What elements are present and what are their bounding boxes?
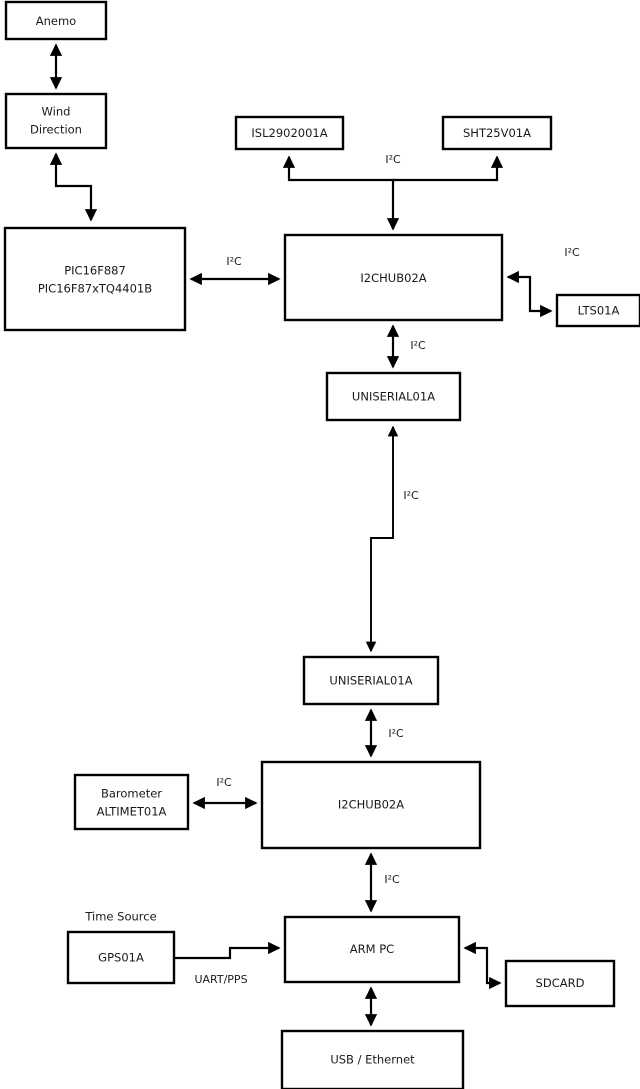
edge-label-hub-lts: I²C xyxy=(564,246,580,259)
node-label-sht25v01a: SHT25V01A xyxy=(463,126,531,140)
node-box[interactable] xyxy=(234,115,345,151)
edge-uniserial-top-uniserial-bottom: I²C xyxy=(365,425,419,653)
node-box[interactable] xyxy=(3,226,187,332)
node-box[interactable] xyxy=(4,0,108,41)
node-box[interactable] xyxy=(280,1029,465,1089)
node-box[interactable] xyxy=(260,760,482,850)
edge-i2chub-top-lts: I²C xyxy=(506,246,580,318)
node-box[interactable] xyxy=(4,92,108,150)
node-usb-ethernet[interactable]: USB / Ethernet xyxy=(280,1029,465,1089)
edge-i2chub-top-uniserial-top: I²C xyxy=(386,324,426,369)
node-sht25v01a[interactable]: SHT25V01A xyxy=(441,115,553,151)
node-barometer-altimet01a[interactable]: Barometer ALTIMET01A xyxy=(73,773,190,831)
node-label-uniserial01a-top: UNISERIAL01A xyxy=(352,390,435,404)
node-box[interactable] xyxy=(325,371,462,422)
node-box[interactable] xyxy=(283,233,504,322)
edge-path-isl xyxy=(282,155,400,231)
edge-label-pic-hub: I²C xyxy=(226,255,242,268)
node-label-barometer-line1: Barometer xyxy=(101,787,162,801)
node-lts01a[interactable]: LTS01A xyxy=(555,293,640,328)
node-label-i2chub02a-top: I2CHUB02A xyxy=(360,271,426,285)
edge-path xyxy=(463,941,502,990)
node-label-pic-line2: PIC16F87xTQ4401B xyxy=(38,282,152,296)
node-label-uniserial01a-bottom: UNISERIAL01A xyxy=(329,674,412,688)
node-label-wind-direction-line1: Wind xyxy=(42,105,71,119)
node-uniserial01a-bottom[interactable]: UNISERIAL01A xyxy=(302,655,440,706)
node-box[interactable] xyxy=(441,115,553,151)
node-label-gps01a: GPS01A xyxy=(98,951,144,965)
edge-i2chub-bottom-arm-pc: I²C xyxy=(364,852,400,913)
node-box[interactable] xyxy=(283,915,461,984)
edge-label-uniserial-link: I²C xyxy=(403,489,419,502)
node-box[interactable] xyxy=(555,293,640,328)
node-box[interactable] xyxy=(504,959,616,1008)
edge-path-sht xyxy=(393,155,504,182)
edge-path xyxy=(49,152,98,222)
edge-pic-i2chub-top: I²C xyxy=(189,255,281,286)
node-uniserial01a-top[interactable]: UNISERIAL01A xyxy=(325,371,462,422)
node-anemo[interactable]: Anemo xyxy=(4,0,108,41)
node-label-usb-ethernet: USB / Ethernet xyxy=(330,1053,415,1067)
node-label-i2chub02a-bottom: I2CHUB02A xyxy=(338,798,404,812)
edge-label-barometer-hub: I²C xyxy=(216,776,232,789)
edge-arm-pc-sdcard xyxy=(463,941,502,990)
free-labels-layer: Time Source xyxy=(84,910,156,924)
node-sdcard[interactable]: SDCARD xyxy=(504,959,616,1008)
node-i2chub02a-bottom[interactable]: I2CHUB02A xyxy=(260,760,482,850)
edge-i2chub-top-sensors: I²C xyxy=(282,153,504,231)
edge-wind-direction-pic xyxy=(49,152,98,222)
node-box[interactable] xyxy=(73,773,190,831)
node-label-barometer-line2: ALTIMET01A xyxy=(97,805,167,819)
edge-uniserial-bottom-i2chub-bottom: I²C xyxy=(364,708,404,758)
edge-label-uniserial-hub: I²C xyxy=(388,727,404,740)
nodes-layer: Anemo Wind Direction PIC16F887 PIC16F87x… xyxy=(3,0,640,1089)
edge-barometer-i2chub-bottom: I²C xyxy=(192,776,258,810)
node-label-anemo: Anemo xyxy=(36,14,76,28)
node-i2chub02a-top[interactable]: I2CHUB02A xyxy=(283,233,504,322)
node-label-sdcard: SDCARD xyxy=(536,976,585,990)
node-label-lts01a: LTS01A xyxy=(578,304,620,318)
edge-label-hub-uniserial: I²C xyxy=(410,339,426,352)
node-label-isl2902001a: ISL2902001A xyxy=(251,126,327,140)
node-isl2902001a[interactable]: ISL2902001A xyxy=(234,115,345,151)
node-wind-direction[interactable]: Wind Direction xyxy=(4,92,108,150)
edge-label-hub-sensors: I²C xyxy=(385,153,401,166)
node-label-pic-line1: PIC16F887 xyxy=(64,264,126,278)
node-label-arm-pc: ARM PC xyxy=(350,942,394,956)
edge-label-hub-armpc: I²C xyxy=(384,873,400,886)
node-pic-microcontroller[interactable]: PIC16F887 PIC16F87xTQ4401B xyxy=(3,226,187,332)
edge-label-uart-pps: UART/PPS xyxy=(194,973,247,986)
label-time-source: Time Source xyxy=(84,910,156,924)
node-label-wind-direction-line2: Direction xyxy=(30,123,82,137)
node-arm-pc[interactable]: ARM PC xyxy=(283,915,461,984)
node-box[interactable] xyxy=(66,930,176,985)
node-box[interactable] xyxy=(302,655,440,706)
edges-layer: I²C I²C I²C I²C I²C I²C xyxy=(49,43,580,1027)
edge-path xyxy=(506,270,553,318)
edge-path xyxy=(365,425,399,653)
edge-gps-arm-pc: UART/PPS xyxy=(174,941,281,986)
edge-path xyxy=(174,941,281,960)
node-gps01a[interactable]: GPS01A xyxy=(66,930,176,985)
